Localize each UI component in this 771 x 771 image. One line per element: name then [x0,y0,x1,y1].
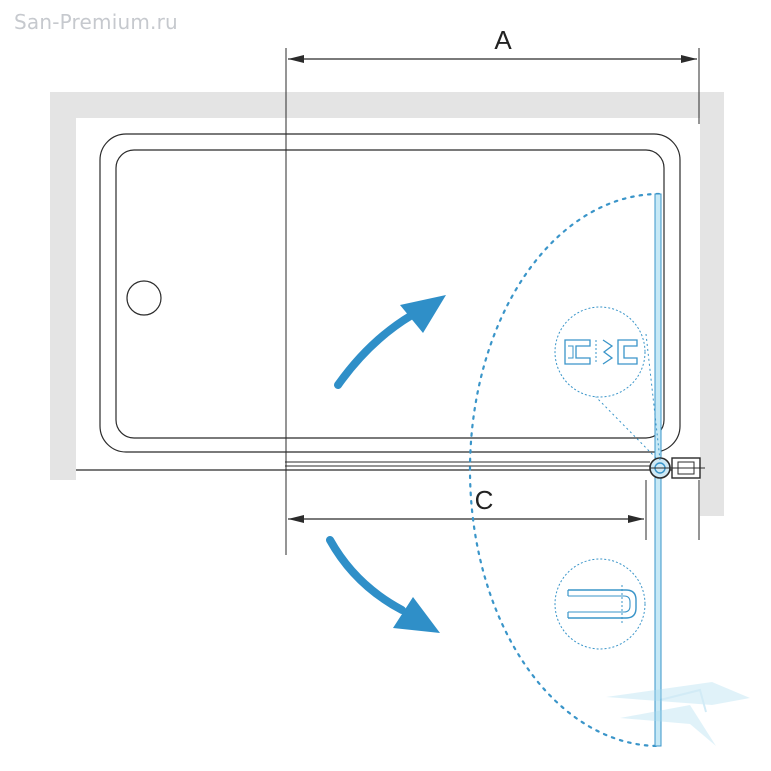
wall-inner-white [76,118,700,470]
dim-a-label: A [494,25,512,55]
dim-c-label: C [475,485,494,515]
logo-icon [606,682,750,746]
bathtub-inner [115,149,665,439]
watermark-text: San-Premium.ru [14,10,178,34]
rotate-arrow-icon [334,295,446,389]
drain-icon [126,280,162,316]
seal-profile-icon [554,558,646,650]
hinge-profile-detail [554,306,646,398]
rotate-arrow-icon [326,536,440,633]
bathtub-outer [99,133,681,453]
hinge-icon [649,457,705,479]
door-swing-arc [468,192,661,748]
